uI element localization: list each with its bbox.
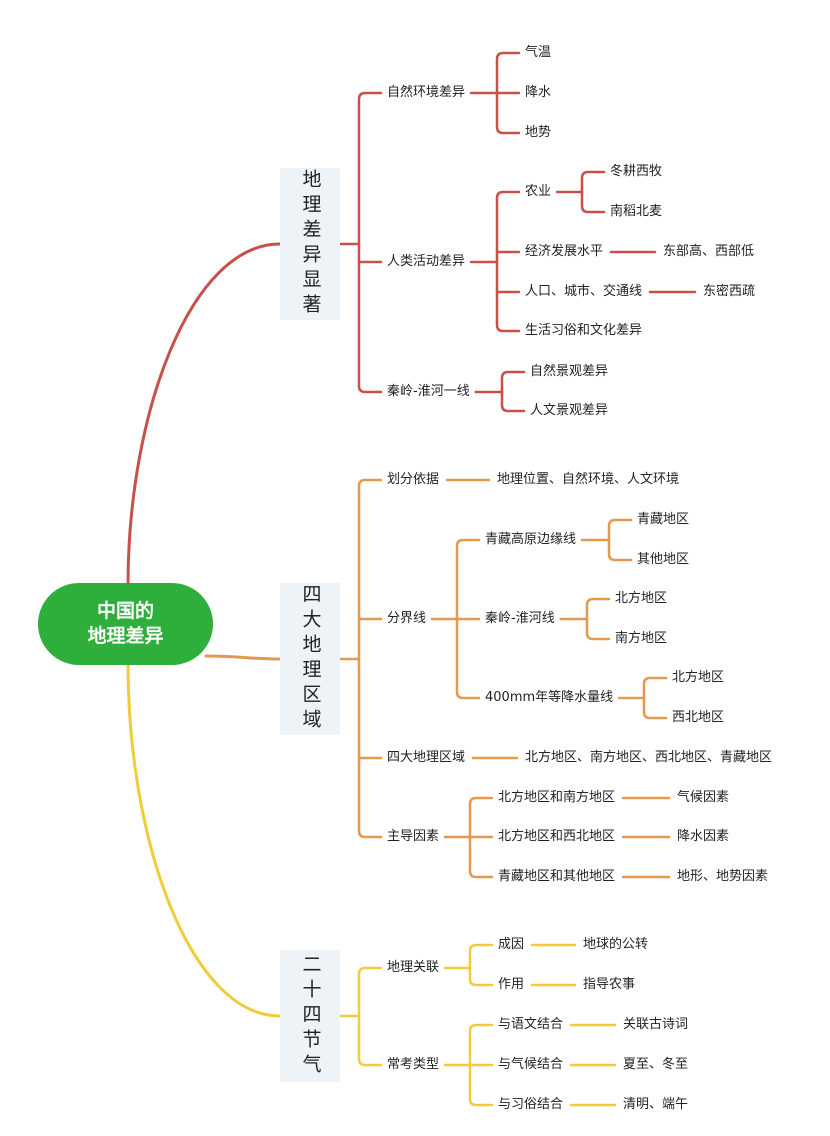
bracket xyxy=(455,617,481,700)
topic-node[interactable]: 青藏高原边缘线 xyxy=(485,532,577,547)
bracket xyxy=(468,966,494,987)
topic-node[interactable]: 自然环境差异 xyxy=(387,85,466,100)
topic-node[interactable]: 作用 xyxy=(498,977,525,992)
topic-node[interactable]: 降水因素 xyxy=(677,829,730,844)
topic-node[interactable]: 400mm年等降水量线 xyxy=(485,690,614,705)
bracket xyxy=(500,370,526,394)
topic-node[interactable]: 人文景观差异 xyxy=(530,403,609,418)
main-curve xyxy=(126,662,282,1018)
bracket xyxy=(585,597,611,621)
bracket xyxy=(468,835,494,879)
topic-node[interactable]: 西北地区 xyxy=(672,710,725,725)
main-branch-0[interactable]: 地理差异显著 xyxy=(280,168,340,320)
topic-node[interactable]: 人口、城市、交通线 xyxy=(525,284,643,299)
bracket xyxy=(580,170,606,194)
topic-node[interactable]: 秦岭-淮河一线 xyxy=(387,384,470,399)
central-topic-line1: 中国的 xyxy=(96,600,154,622)
bracket xyxy=(468,796,494,839)
topic-node[interactable]: 地理关联 xyxy=(387,960,440,975)
topic-node[interactable]: 划分依据 xyxy=(387,472,440,487)
bracket xyxy=(468,943,494,970)
bracket xyxy=(500,390,526,413)
topic-node[interactable]: 农业 xyxy=(525,184,552,199)
topic-node[interactable]: 地球的公转 xyxy=(583,937,649,952)
topic-node[interactable]: 地形、地势因素 xyxy=(677,869,769,884)
topic-node[interactable]: 主导因素 xyxy=(387,829,440,844)
bracket xyxy=(607,538,633,562)
topic-node[interactable]: 常考类型 xyxy=(387,1057,440,1072)
topic-node[interactable]: 成因 xyxy=(498,937,525,952)
topic-node[interactable]: 与气候结合 xyxy=(498,1057,564,1072)
topic-node[interactable]: 降水 xyxy=(525,85,552,100)
topic-node[interactable]: 南稻北麦 xyxy=(610,204,663,219)
topic-node[interactable]: 南方地区 xyxy=(615,631,668,646)
main-branch-label: 地理差异显著 xyxy=(299,169,322,319)
bracket xyxy=(495,190,521,264)
topic-node[interactable]: 东密西疏 xyxy=(703,284,756,299)
bracket xyxy=(455,538,481,621)
bracket xyxy=(495,260,521,333)
bracket xyxy=(580,190,606,214)
topic-node[interactable]: 北方地区和南方地区 xyxy=(498,790,616,805)
main-branch-1[interactable]: 四大地理区域 xyxy=(280,583,340,735)
topic-node[interactable]: 四大地理区域 xyxy=(387,750,466,765)
topic-node[interactable]: 秦岭-淮河线 xyxy=(485,611,555,626)
bracket xyxy=(607,518,633,542)
topic-node[interactable]: 经济发展水平 xyxy=(525,244,604,259)
topic-node[interactable]: 北方地区和西北地区 xyxy=(498,829,616,844)
topic-node[interactable]: 关联古诗词 xyxy=(623,1017,689,1032)
bracket xyxy=(357,657,383,839)
topic-node[interactable]: 北方地区 xyxy=(672,670,725,685)
topic-node[interactable]: 分界线 xyxy=(387,611,427,626)
topic-node[interactable]: 东部高、西部低 xyxy=(663,244,755,259)
bracket xyxy=(357,242,383,394)
topic-node[interactable]: 清明、端午 xyxy=(623,1097,689,1112)
bracket xyxy=(357,1014,383,1067)
topic-node[interactable]: 地理位置、自然环境、人文环境 xyxy=(497,472,680,487)
topic-node[interactable]: 冬耕西牧 xyxy=(610,164,663,179)
bracket xyxy=(357,91,383,246)
bracket xyxy=(357,478,383,661)
topic-node[interactable]: 人类活动差异 xyxy=(387,254,466,269)
topic-node[interactable]: 与语文结合 xyxy=(498,1017,564,1032)
main-curve xyxy=(204,654,282,661)
topic-node[interactable]: 自然景观差异 xyxy=(530,364,609,379)
bracket xyxy=(495,51,521,95)
topic-node[interactable]: 北方地区、南方地区、西北地区、青藏地区 xyxy=(525,750,773,765)
topic-node[interactable]: 青藏地区和其他地区 xyxy=(498,869,616,884)
topic-node[interactable]: 地势 xyxy=(525,125,552,140)
main-branch-label: 四大地理区域 xyxy=(299,584,322,734)
topic-node[interactable]: 夏至、冬至 xyxy=(623,1057,689,1072)
central-topic[interactable]: 中国的 地理差异 xyxy=(38,583,213,665)
main-curve xyxy=(126,242,282,587)
topic-node[interactable]: 指导农事 xyxy=(583,977,636,992)
topic-node[interactable]: 北方地区 xyxy=(615,591,668,606)
bracket xyxy=(357,966,383,1018)
bracket xyxy=(495,91,521,135)
topic-node[interactable]: 气温 xyxy=(525,45,552,60)
bracket xyxy=(585,617,611,641)
topic-node[interactable]: 生活习俗和文化差异 xyxy=(525,323,643,338)
topic-node[interactable]: 其他地区 xyxy=(637,552,690,567)
topic-node[interactable]: 与习俗结合 xyxy=(498,1097,564,1112)
bracket xyxy=(468,1063,494,1107)
bracket xyxy=(468,1023,494,1067)
main-branch-label: 二十四节气 xyxy=(299,953,322,1079)
topic-node[interactable]: 青藏地区 xyxy=(637,512,690,527)
topic-node[interactable]: 气候因素 xyxy=(677,790,730,805)
central-topic-line2: 地理差异 xyxy=(87,625,164,647)
main-branch-2[interactable]: 二十四节气 xyxy=(280,950,340,1082)
bracket xyxy=(642,676,668,700)
bracket xyxy=(642,696,668,720)
